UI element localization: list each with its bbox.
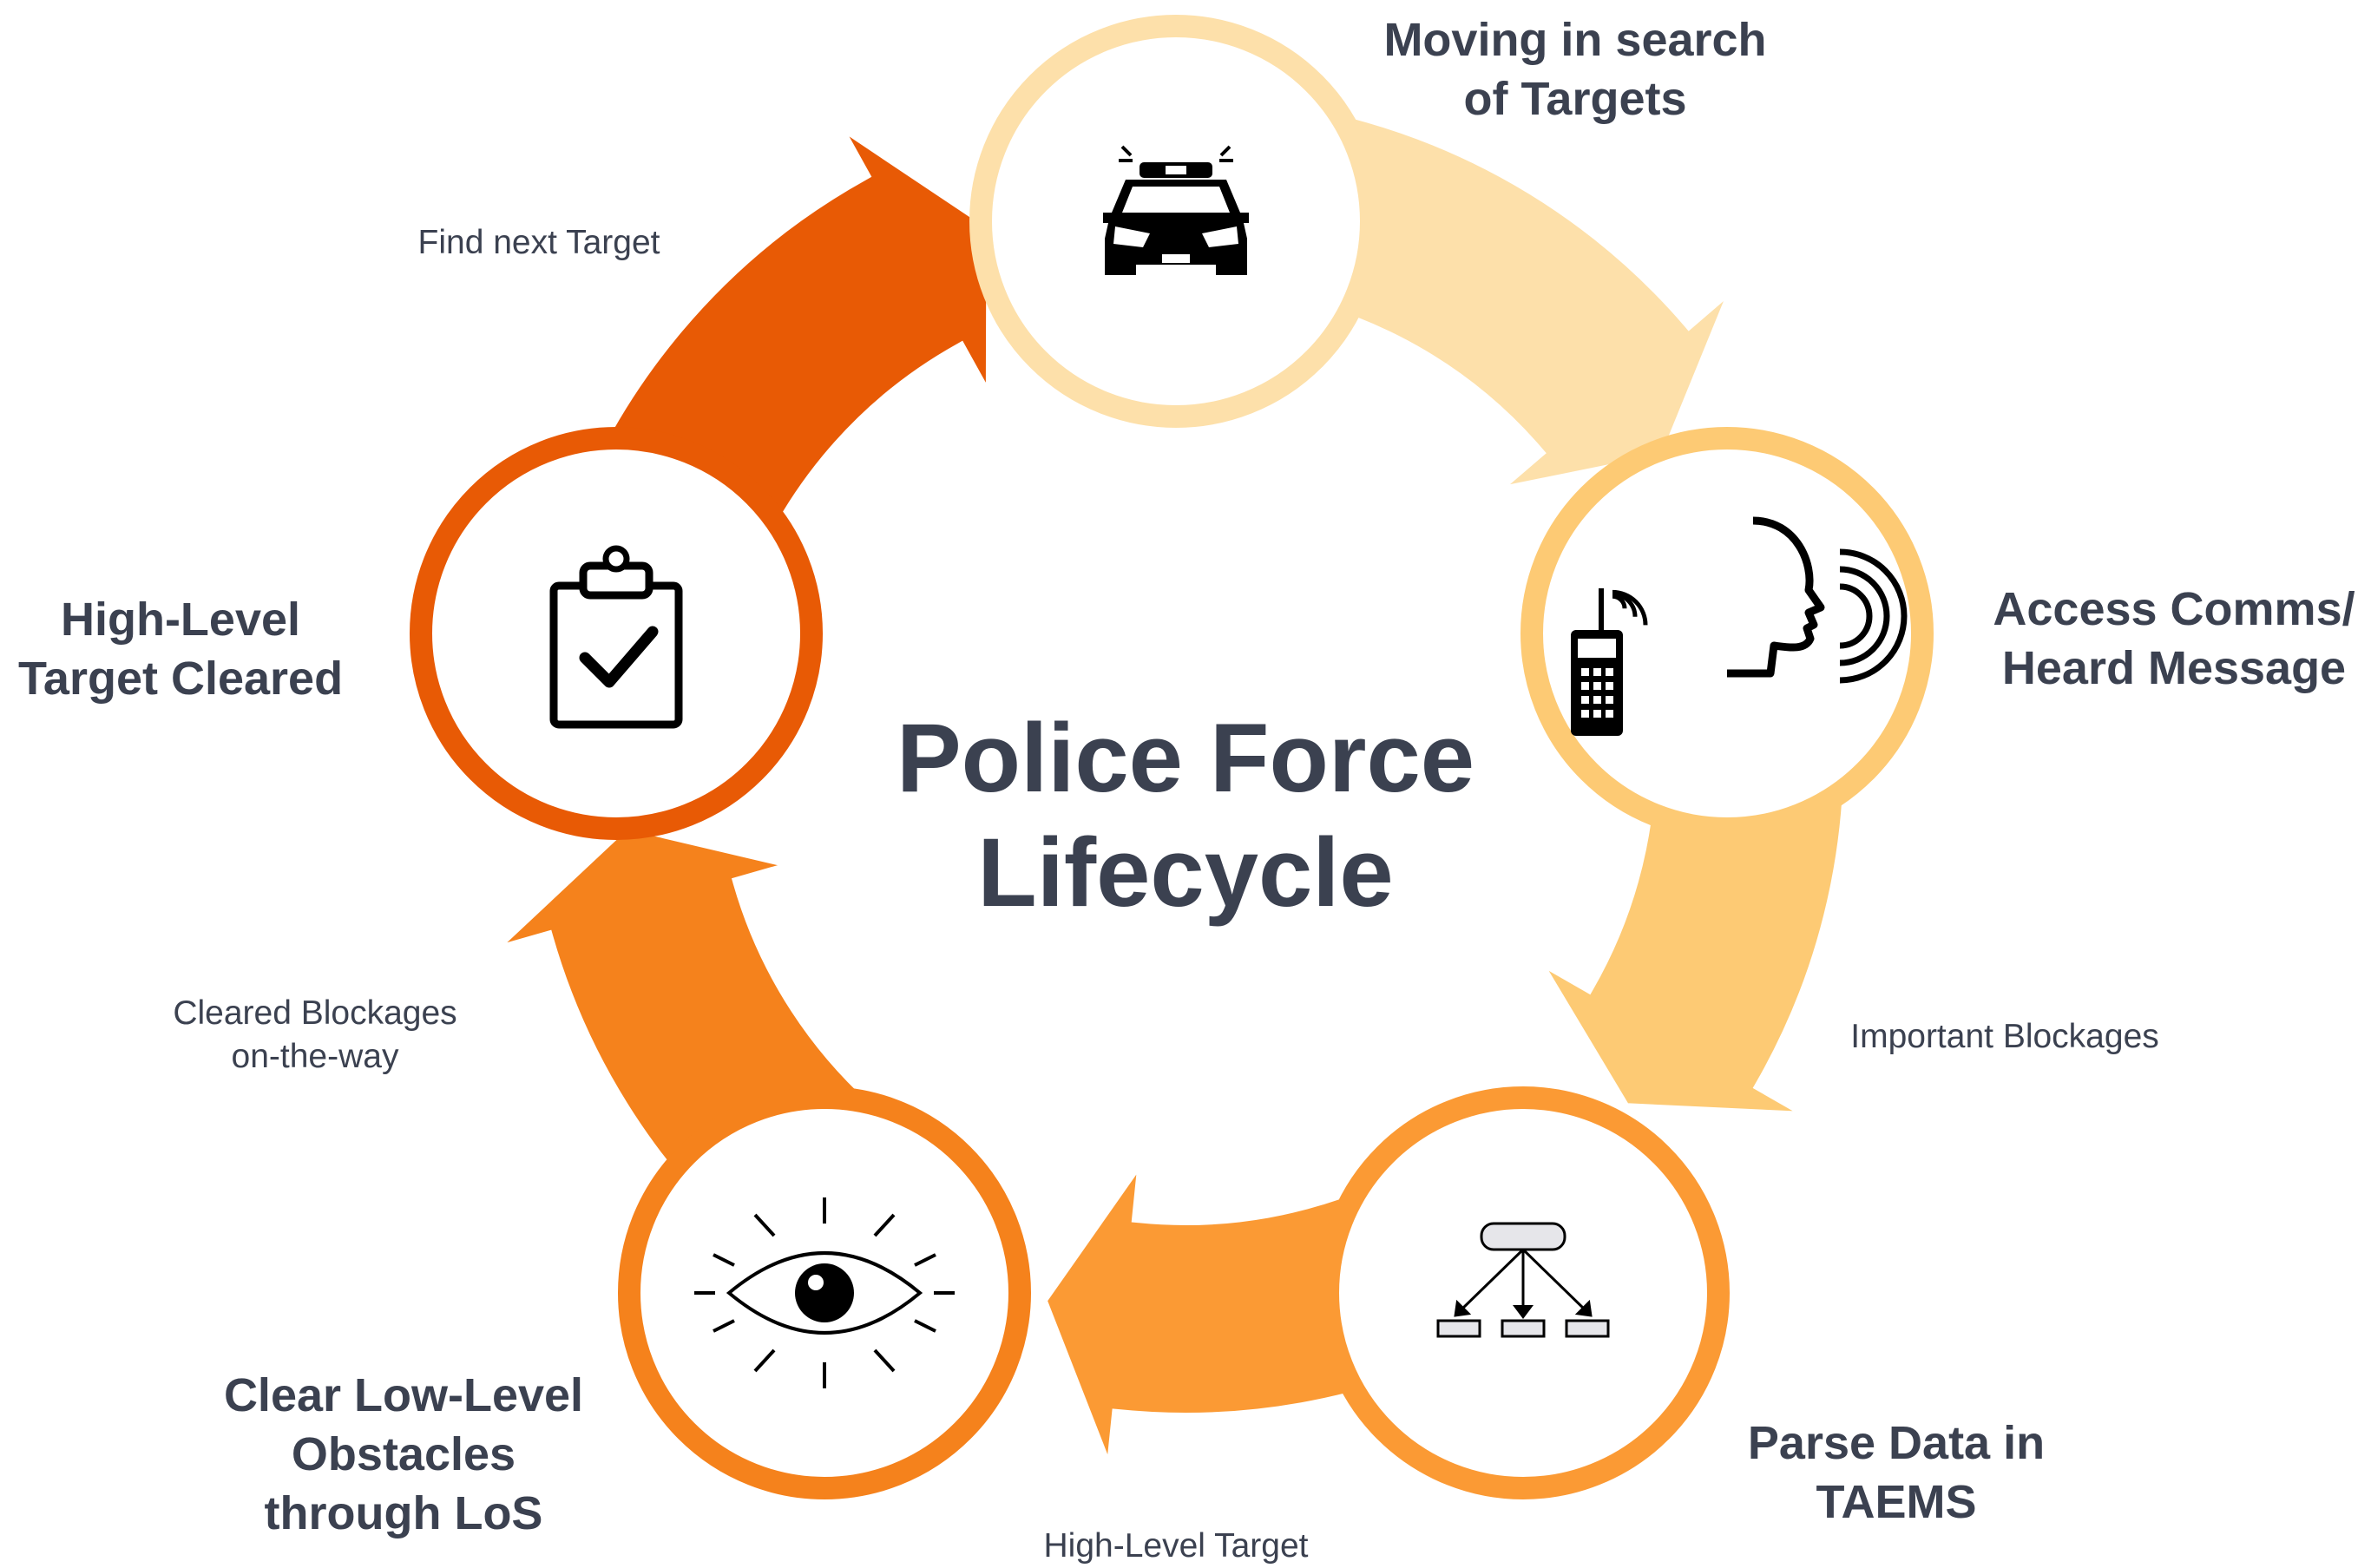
stage-title-moving-line-1: Moving in search	[1383, 14, 1767, 66]
radio-speech-icon	[1571, 516, 1908, 736]
police-car-icon	[1103, 145, 1249, 275]
stage-node-cleared	[410, 427, 823, 840]
transition-label-important-blockages: Important Blockages	[1850, 1015, 2159, 1059]
center-title: Police Force Lifecycle	[897, 701, 1474, 930]
stage-title-moving-line-2: of Targets	[1463, 73, 1687, 125]
stage-node-clear	[618, 1086, 1031, 1499]
stage-title-clear-line-2: Obstacles	[291, 1428, 516, 1480]
transition-label-cleared-blockages-line-1: Cleared Blockages	[173, 994, 457, 1032]
stage-title-moving: Moving in search of Targets	[1383, 10, 1766, 128]
transition-label-high-level-target-line-1: High-Level Target	[1043, 1527, 1309, 1565]
stage-title-parse-line-1: Parse Data in	[1747, 1417, 2046, 1469]
transition-label-high-level-target: High-Level Target	[1044, 1525, 1309, 1568]
stage-title-parse-line-2: TAEMS	[1816, 1476, 1977, 1528]
stage-title-clear: Clear Low-Level Obstacles through LoS	[224, 1366, 583, 1543]
center-title-line-2: Lifecycle	[977, 818, 1394, 927]
hierarchy-tree-icon	[1436, 1222, 1610, 1338]
center-title-line-1: Police Force	[896, 704, 1475, 812]
stage-title-comms-line-2: Heard Message	[2001, 642, 2347, 694]
stage-title-cleared: High-Level Target Cleared	[18, 590, 343, 708]
stage-title-clear-line-3: through LoS	[264, 1487, 543, 1539]
stage-node-moving	[969, 15, 1383, 428]
stage-title-cleared-line-1: High-Level	[60, 594, 301, 646]
stage-circle-comms	[1520, 427, 1934, 840]
eye-icon	[694, 1197, 955, 1388]
transition-label-important-blockages-line-1: Important Blockages	[1850, 1018, 2159, 1055]
clipboard-check-icon	[549, 545, 683, 729]
transition-label-cleared-blockages: Cleared Blockages on-the-way	[173, 992, 456, 1079]
stage-title-cleared-line-2: Target Cleared	[17, 653, 344, 705]
stage-title-clear-line-1: Clear Low-Level	[223, 1369, 584, 1421]
stage-title-comms-line-1: Access Comms/	[1993, 583, 2355, 635]
stage-node-comms	[1520, 427, 1934, 840]
transition-label-find-next-target-line-1: Find next Target	[417, 224, 660, 261]
stage-title-comms: Access Comms/ Heard Message	[1993, 580, 2355, 698]
transition-label-find-next-target: Find next Target	[418, 221, 660, 265]
stage-title-parse: Parse Data in TAEMS	[1748, 1414, 2045, 1532]
stage-node-parse	[1317, 1086, 1730, 1499]
transition-label-cleared-blockages-line-2: on-the-way	[231, 1038, 399, 1075]
